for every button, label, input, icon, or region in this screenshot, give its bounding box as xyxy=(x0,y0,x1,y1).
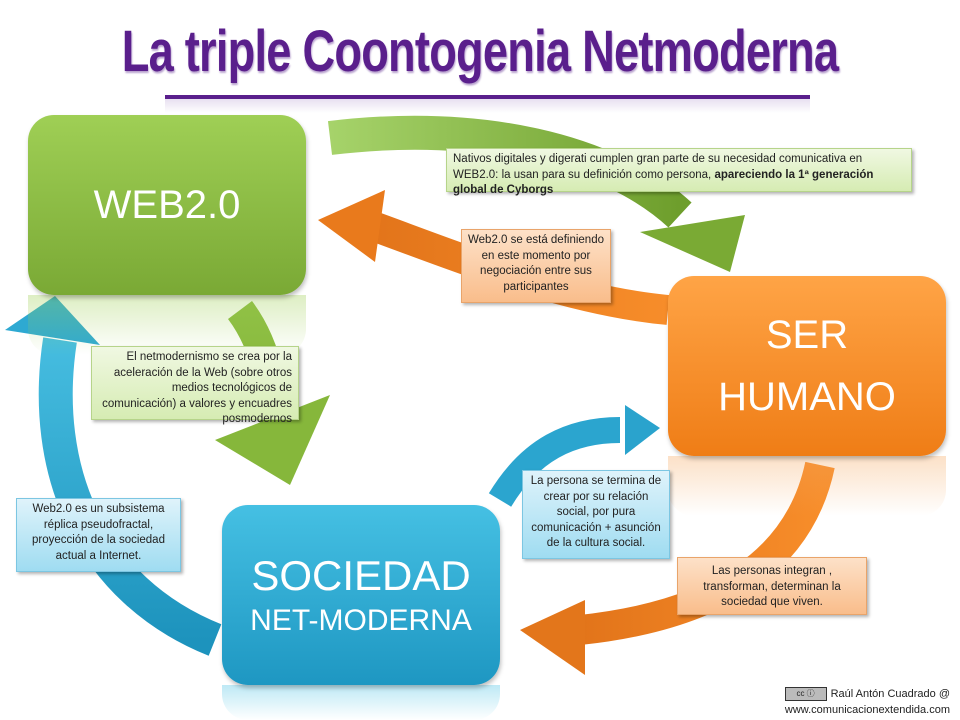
note-personas: Las personas integran , transforman, det… xyxy=(677,557,867,615)
arrowhead-web-to-ser xyxy=(640,215,745,272)
soc-node-reflection xyxy=(222,685,500,720)
title-underline xyxy=(165,95,810,99)
title-reflection xyxy=(165,99,810,113)
node-label-line2: HUMANO xyxy=(718,375,896,419)
arrowhead-ser-to-soc xyxy=(520,600,585,675)
note-text: Nativos digitales y digerati cumplen gra… xyxy=(453,153,863,181)
arrowhead-soc-to-ser xyxy=(625,405,660,455)
arrowhead-web-to-soc xyxy=(215,395,330,485)
node-label: WEB2.0 xyxy=(93,182,241,227)
note-netmodernismo: El netmodernismo se crea por la acelerac… xyxy=(91,346,299,425)
node-web20: WEB2.0 xyxy=(28,115,306,295)
note-text-bold: apareciendo la 1ª generación global de C… xyxy=(453,168,874,197)
note-web-definiendo: Web2.0 se está definiendo en este moment… xyxy=(461,229,611,303)
web-node-reflection xyxy=(28,295,306,355)
arrow-soc-to-ser xyxy=(488,417,621,507)
node-ser-humano: SER HUMANO xyxy=(668,276,946,456)
node-sociedad-netmoderna: SOCIEDAD NET-MODERNA xyxy=(222,505,500,685)
creative-commons-by-icon: cc ⓘ xyxy=(784,687,827,702)
credit-author: Raúl Antón Cuadrado @ xyxy=(830,688,950,700)
ser-node-reflection xyxy=(668,456,946,516)
node-label-line2: NET-MODERNA xyxy=(250,604,472,637)
node-label-line1: SER xyxy=(765,313,849,357)
page-title: La triple Coontogenia Netmoderna xyxy=(121,19,839,84)
note-nativos-digitales: Nativos digitales y digerati cumplen gra… xyxy=(446,148,912,196)
note-persona: La persona se termina de crear por su re… xyxy=(522,470,670,559)
arrowhead-ser-to-web xyxy=(318,190,385,262)
arrowhead-soc-to-web xyxy=(5,296,100,345)
credit-site: www.comunicacionextendida.com xyxy=(784,704,950,716)
node-label-line1: SOCIEDAD xyxy=(251,552,471,599)
note-subsistema: Web2.0 es un subsistema réplica pseudofr… xyxy=(16,498,181,572)
